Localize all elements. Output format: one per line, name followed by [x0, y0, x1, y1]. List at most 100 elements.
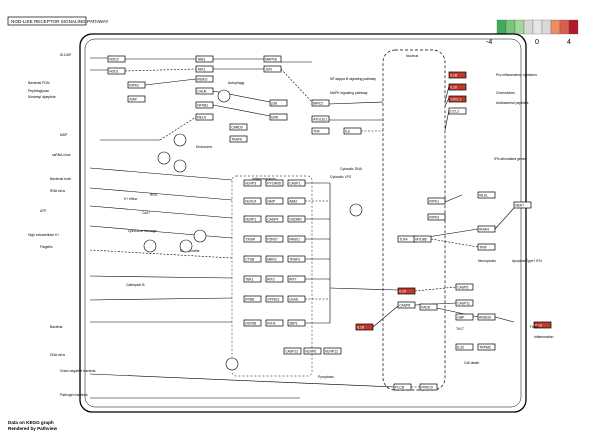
gene-node[interactable]: GSDMD: [287, 215, 306, 223]
gene-node[interactable]: IFNB1: [243, 295, 262, 303]
gene-node[interactable]: MYD88: [413, 235, 432, 243]
gene-node[interactable]: PANX1: [287, 235, 306, 243]
gene-node[interactable]: MAPK8: [263, 55, 282, 63]
gene-node[interactable]: IRF7: [287, 275, 306, 283]
gene-node[interactable]: CASP11: [455, 299, 474, 307]
gene-node[interactable]: CTSB: [243, 255, 262, 263]
edge-line: [494, 316, 515, 323]
legend-mid-label: 0: [535, 39, 539, 46]
gene-node[interactable]: IL18: [448, 83, 467, 91]
gene-label: TBK1: [245, 278, 254, 282]
gene-label: NEK7: [515, 204, 524, 208]
pathway-label: MDP: [60, 133, 68, 137]
edge-line: [144, 78, 197, 86]
gene-node[interactable]: IL1B: [448, 71, 467, 79]
gene-node[interactable]: IKBKG: [195, 75, 214, 83]
gene-node[interactable]: CASP8: [397, 301, 416, 309]
gene-node[interactable]: TXNIP: [243, 235, 262, 243]
gene-label: TNF: [313, 130, 320, 134]
legend-swatch: [541, 19, 552, 35]
gene-label: IL1B: [450, 74, 458, 78]
gene-node[interactable]: STING1: [265, 295, 284, 303]
legend-swatch: [568, 19, 579, 35]
gene-label: CASP11: [457, 302, 470, 306]
gene-node[interactable]: TAK1: [195, 65, 214, 73]
gene-node[interactable]: ERK: [269, 113, 288, 121]
gene-node[interactable]: IL33: [455, 343, 474, 351]
gene-node[interactable]: TRPM2: [477, 343, 496, 351]
pathway-label: Bacterial PGN: [28, 81, 50, 85]
gene-node[interactable]: IL18: [397, 287, 416, 295]
gene-node[interactable]: DDX58: [243, 319, 262, 327]
inflammasome-group: [231, 175, 313, 377]
gene-node[interactable]: RELA: [195, 113, 214, 121]
gene-node[interactable]: RIPK1: [427, 197, 446, 205]
pathway-label: Cytosolic DNA: [340, 167, 363, 171]
gene-label: TXNIP: [245, 238, 256, 242]
gene-node[interactable]: IRAK4: [477, 225, 496, 233]
gene-node[interactable]: CASP5: [455, 283, 474, 291]
gene-node[interactable]: NLRP12: [323, 347, 342, 355]
gene-node[interactable]: NEK7: [513, 201, 532, 209]
gene-node[interactable]: CASP4: [265, 215, 284, 223]
gene-label: CTSB: [245, 258, 255, 262]
gene-node[interactable]: NOD2: [107, 55, 126, 63]
gene-node[interactable]: JUN: [263, 65, 282, 73]
gene-node[interactable]: TLR4: [397, 235, 416, 243]
gene-node[interactable]: MAVS: [265, 255, 284, 263]
gene-node[interactable]: NAIP: [265, 197, 284, 205]
gene-node[interactable]: NLRP6: [303, 347, 322, 355]
gene-node[interactable]: CASP12: [283, 347, 302, 355]
gene-node[interactable]: CCL2: [448, 107, 467, 115]
edge-line: [212, 104, 271, 117]
gene-node[interactable]: IRGB10: [477, 313, 496, 321]
gene-node[interactable]: PYCARD: [265, 179, 284, 187]
complex-node: [179, 239, 193, 253]
gene-label: NOD2: [109, 58, 119, 62]
gene-node[interactable]: RIPK2: [127, 81, 146, 89]
gene-node[interactable]: CHUK: [195, 87, 214, 95]
gene-node[interactable]: IRF3: [265, 275, 284, 283]
cell-inner-membrane: [84, 38, 522, 408]
gene-label: RIPK3: [429, 216, 439, 220]
gene-node[interactable]: TRAF3: [287, 255, 306, 263]
gene-node[interactable]: NLRC4: [243, 197, 262, 205]
gene-node[interactable]: RIPK3: [427, 213, 446, 221]
gene-label: AIM2: [289, 200, 297, 204]
gene-node[interactable]: CARD9: [229, 123, 248, 131]
gene-node[interactable]: ATG16L1: [311, 115, 330, 123]
gene-node[interactable]: NOD1: [107, 67, 126, 75]
gene-node[interactable]: FADD: [419, 303, 438, 311]
gene-node[interactable]: NLRP3: [243, 179, 262, 187]
gene-node[interactable]: NLRP1: [243, 215, 262, 223]
gene-node[interactable]: TAB1: [195, 55, 214, 63]
gene-node[interactable]: P2RX7: [265, 235, 284, 243]
gene-node[interactable]: PLCB: [393, 383, 412, 391]
gene-node[interactable]: IL6: [343, 127, 362, 135]
gene-node[interactable]: GBP: [455, 313, 474, 321]
edge-line: [159, 116, 197, 141]
gene-node[interactable]: CASP1: [287, 179, 306, 187]
gene-node[interactable]: TRIF: [477, 243, 496, 251]
gene-node[interactable]: p38: [269, 99, 288, 107]
gene-node[interactable]: CXCL1: [448, 95, 467, 103]
gene-node[interactable]: cGAS: [287, 295, 306, 303]
gene-node[interactable]: IL1B: [355, 323, 374, 331]
edge-line: [329, 287, 399, 291]
gene-node[interactable]: PRKCD: [419, 383, 438, 391]
gene-node[interactable]: IFIH1: [265, 319, 284, 327]
gene-node[interactable]: ZBP1: [287, 319, 306, 327]
complex-node: [217, 89, 231, 103]
gene-node[interactable]: IL1A: [533, 321, 552, 329]
gene-label: XIAP: [129, 98, 137, 102]
gene-node[interactable]: TNF: [311, 127, 330, 135]
edge-line: [444, 85, 450, 103]
edge-line: [372, 305, 399, 328]
gene-node[interactable]: TBK1: [243, 275, 262, 283]
gene-node[interactable]: BIRC2: [311, 99, 330, 107]
gene-node[interactable]: XIAP: [127, 95, 146, 103]
gene-node[interactable]: NFKB1: [195, 101, 214, 109]
gene-node[interactable]: MLKL: [477, 191, 496, 199]
gene-node[interactable]: TRAF6: [229, 135, 248, 143]
gene-node[interactable]: AIM2: [287, 197, 306, 205]
